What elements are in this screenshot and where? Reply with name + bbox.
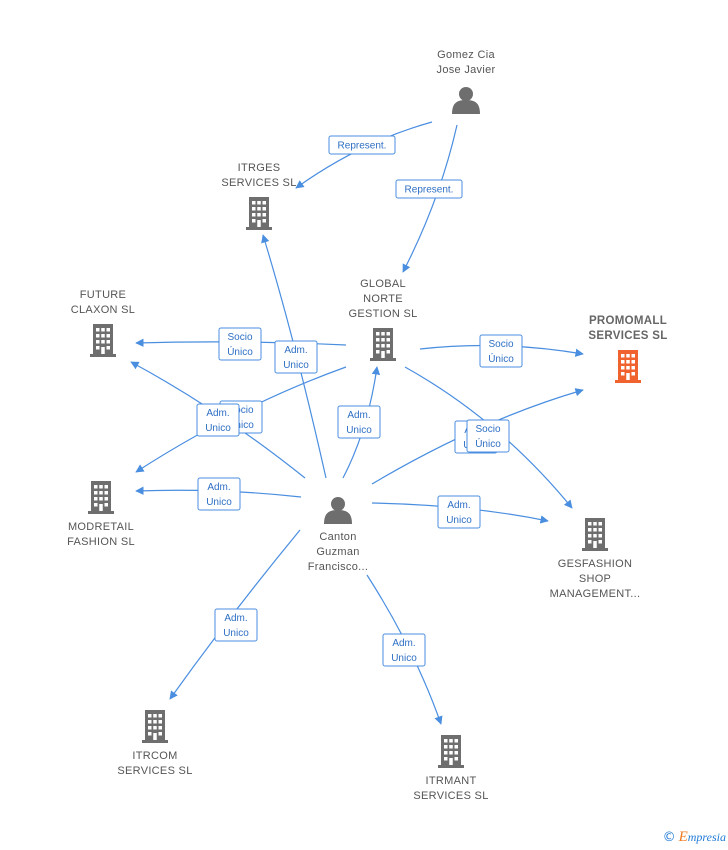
edge-label-text: Único (227, 345, 253, 358)
node-promomall[interactable]: PROMOMALL SERVICES SL (588, 315, 667, 383)
node-label[interactable]: NORTE (363, 293, 403, 305)
node-label[interactable]: Guzman (316, 546, 359, 558)
node-label[interactable]: Francisco... (308, 561, 368, 573)
building-icon[interactable] (370, 328, 396, 361)
node-label[interactable]: MANAGEMENT... (550, 588, 641, 600)
node-label[interactable]: FUTURE (80, 289, 126, 301)
node-itrges[interactable]: ITRGES SERVICES SL (221, 162, 296, 230)
brand-initial: E (678, 829, 688, 845)
edge-label-box[interactable] (395, 179, 463, 199)
building-icon[interactable] (90, 324, 116, 357)
edge-label-text: Adm. (447, 500, 470, 511)
edge-label-gomez-global[interactable]: Represent. (395, 179, 463, 199)
edge-label-box[interactable] (274, 340, 318, 374)
node-label[interactable]: SERVICES SL (117, 765, 192, 777)
edge-label-gomez-itrges[interactable]: Represent. (328, 135, 396, 155)
building-icon[interactable] (142, 710, 168, 743)
edge-label-box[interactable] (437, 495, 481, 529)
edge-label-box[interactable] (337, 405, 381, 439)
building-icon[interactable] (582, 518, 608, 551)
edge-label-canton-future[interactable]: Adm. Unico (196, 403, 240, 437)
edge-label-text: Unico (346, 425, 372, 436)
edge-label-text: Unico (446, 515, 472, 526)
brand-copyright: © Empresia (663, 829, 726, 846)
copyright-icon: © (662, 830, 676, 845)
node-label[interactable]: SERVICES SL (588, 330, 667, 342)
node-label[interactable]: SERVICES SL (221, 177, 296, 189)
brand-name: mpresia (687, 830, 726, 844)
edge-label-text: Adm. (284, 345, 307, 356)
node-label[interactable]: ITRCOM (132, 750, 177, 762)
edge-label-canton-itrcom[interactable]: Adm. Unico (214, 608, 258, 642)
edge-label-text: Socio (488, 339, 513, 350)
edge-gomez-itrges (295, 121, 433, 189)
edge-label-canton-modretail[interactable]: Adm. Unico (197, 477, 241, 511)
node-label[interactable]: Gomez Cia (437, 49, 495, 61)
edge-label-text: Adm. (207, 482, 230, 493)
edge-label-text: Socio (227, 332, 252, 343)
node-label[interactable]: Canton (319, 531, 356, 543)
person-icon[interactable] (324, 497, 352, 524)
edge-label-text: Unico (206, 497, 232, 508)
edge-label-text: Unico (223, 628, 249, 639)
building-icon[interactable] (88, 481, 114, 514)
node-label[interactable]: ITRMANT (426, 775, 477, 787)
node-label[interactable]: GLOBAL (360, 278, 406, 290)
node-canton[interactable]: CantonGuzmanFrancisco... (308, 497, 368, 573)
edge-gomez-global (402, 124, 458, 273)
edge-label-box[interactable] (214, 608, 258, 642)
node-label[interactable]: GESFASHION (558, 558, 633, 570)
edge-label-canton-global[interactable]: Adm. Unico (337, 405, 381, 439)
edge-label-box[interactable] (218, 327, 262, 361)
edge-label-canton-itrmant[interactable]: Adm. Unico (382, 633, 426, 667)
edge-label-text: Adm. (392, 638, 415, 649)
node-label[interactable]: SHOP (579, 573, 611, 585)
edge-label-text: Represent. (338, 141, 387, 152)
edge-label-box[interactable] (328, 135, 396, 155)
person-icon[interactable] (452, 87, 480, 114)
building-icon[interactable] (438, 735, 464, 768)
edge-label-text: Único (475, 437, 501, 450)
edge-label-text: Adm. (206, 408, 229, 419)
node-label[interactable]: ITRGES (238, 162, 281, 174)
node-label[interactable]: CLAXON SL (71, 304, 135, 316)
building-icon[interactable] (246, 197, 272, 230)
edge-label-box[interactable] (197, 477, 241, 511)
node-modretail[interactable]: MODRETAIL FASHION SL (67, 481, 135, 548)
edge-label-canton-gesfashion[interactable]: Adm. Unico (437, 495, 481, 529)
edge-label-text: Represent. (405, 185, 454, 196)
node-label[interactable]: SERVICES SL (413, 790, 488, 802)
edge-label-text: Unico (205, 423, 231, 434)
edge-label-text: Adm. (224, 613, 247, 624)
node-itrmant[interactable]: ITRMANT SERVICES SL (413, 735, 488, 802)
node-label[interactable]: Jose Javier (437, 64, 496, 76)
node-future[interactable]: FUTURE CLAXON SL (71, 289, 135, 357)
node-label[interactable]: PROMOMALL (589, 315, 667, 327)
edge-label-box[interactable] (479, 334, 523, 368)
building-icon[interactable] (615, 350, 641, 383)
edge-label-text: Único (488, 352, 514, 365)
edge-label-text: Unico (391, 653, 417, 664)
node-label[interactable]: GESTION SL (348, 308, 417, 320)
edge-label-text: Socio (228, 405, 253, 416)
edge-label-box[interactable] (196, 403, 240, 437)
edge-label-text: Socio (475, 424, 500, 435)
edge-label-text: Adm. (347, 410, 370, 421)
node-itrcom[interactable]: ITRCOM SERVICES SL (117, 710, 192, 777)
node-global[interactable]: GLOBAL NORTE GESTION SL (348, 278, 417, 361)
edge-label-box[interactable] (466, 419, 510, 453)
node-gesfashion[interactable]: GESFASHION SHOP MANAGEMENT... (550, 518, 641, 600)
edge-label-text: Unico (283, 360, 309, 371)
node-label[interactable]: MODRETAIL (68, 521, 134, 533)
node-label[interactable]: FASHION SL (67, 536, 135, 548)
edge-label-box[interactable] (382, 633, 426, 667)
edge-label-canton-itrges[interactable]: Adm. Unico (274, 340, 318, 374)
